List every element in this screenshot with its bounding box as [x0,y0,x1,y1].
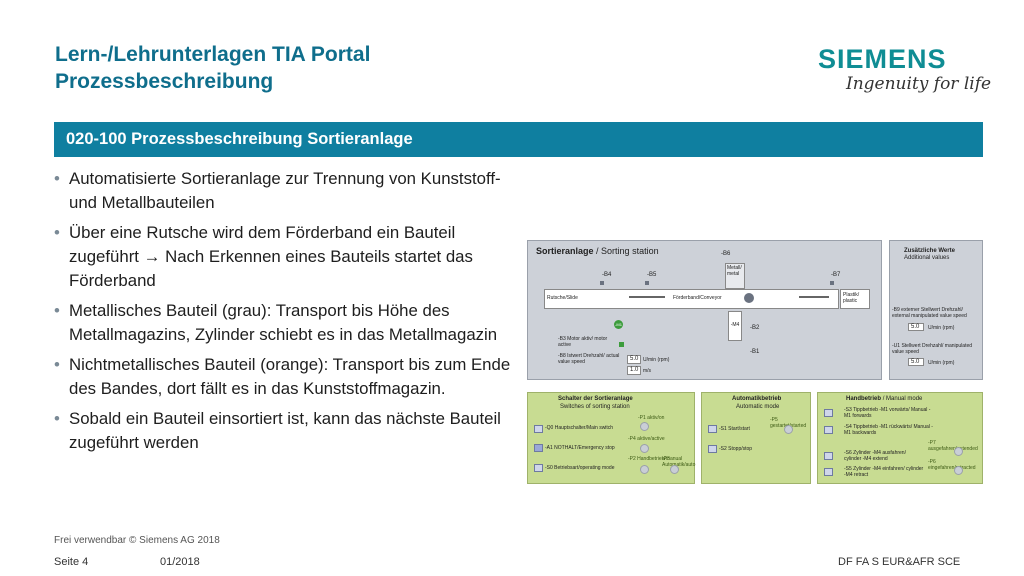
s4-jog-backward-button[interactable] [824,426,833,434]
sensor-b7-label: -B7 [831,272,841,278]
a1-emergency-stop[interactable] [534,444,543,452]
bullet-item: Metallisches Bauteil (grau): Transport b… [52,299,522,347]
sensor-b5-mark [645,281,649,285]
conveyor-belt: Rutsche/Slide Förderband/Conveyor [544,289,839,309]
s4-label: -S4 Tippbetrieb -M1 rückwärts/ Manual -M… [844,424,933,436]
footer-page-number: Seite 4 [54,556,89,568]
hmi-sorting-station: Sortieranlage / Sorting station -B4 -B5 … [527,240,882,380]
station-title: Sortieranlage [536,246,594,256]
manual-subtitle: / Manual mode [882,396,923,402]
s6-extend-button[interactable] [824,452,833,460]
cylinder-m4: -M4 [728,311,742,341]
p1-lamp [640,422,649,431]
siemens-logo: SIEMENS [818,44,947,74]
footer-date: 01/2018 [160,556,200,568]
sensor-b5-label: -B5 [647,272,657,278]
hmi-automatic-panel: Automatikbetrieb Automatic mode -P5 gest… [701,392,811,484]
s0-switch[interactable] [534,464,543,472]
p2-label: -P2 Handbetrieb/manual [628,456,683,462]
motor-m1-icon: -M1 [614,320,623,329]
sensor-b4-label: -B4 [602,272,612,278]
sensor-b2-label: -B2 [750,325,760,331]
hmi-switches-panel: Schalter der Sortieranlage Switches of s… [527,392,695,484]
bullet-list: Automatisierte Sortieranlage zur Trennun… [52,167,522,461]
part-indicator [744,293,754,303]
velocity-value: 1.0 [627,366,641,375]
p3-label: -P3 Automatik/auto [662,456,696,468]
velocity-unit: m/s [643,368,652,374]
p2-lamp [640,465,649,474]
ext-setpoint-label: -B9 externer Stellwert Drehzahl/ externa… [892,307,967,319]
conveyor-label: Förderband/Conveyor [673,295,722,301]
slide-label: Rutsche/Slide [547,295,578,301]
manual-title: Handbetrieb [846,396,882,402]
station-subtitle: / Sorting station [596,246,659,256]
bullet-item: Sobald ein Bauteil einsortiert ist, kann… [52,407,522,455]
s1-start-button[interactable] [708,425,717,433]
section-banner: 020-100 Prozessbeschreibung Sortieranlag… [54,122,983,157]
q0-switch[interactable] [534,425,543,433]
sensor-b1-label: -B1 [750,349,760,355]
title-line-2: Prozessbeschreibung [55,70,274,93]
auto-subtitle: Automatic mode [736,404,780,410]
s2-label: -S2 Stopp/stop [719,446,753,452]
p7-lamp [954,447,963,456]
footer-department: DF FA S EUR&AFR SCE [838,556,961,568]
u1-setpoint-value: 5.0 [908,358,924,366]
switch-subtitle: Switches of sorting station [560,404,630,410]
bullet-item: Nichtmetallisches Bauteil (orange): Tran… [52,353,522,401]
arrow-right-icon [799,296,829,298]
actual-speed-label: -B8 Istwert Drehzahl/ actual value speed [558,353,620,365]
p7-label: -P7 ausgefahren/extended [928,440,978,452]
siemens-tagline: Ingenuity for life [846,74,992,94]
speed-unit: U/min (rpm) [643,357,670,363]
s6-label: -S6 Zylinder -M4 ausfahren/ cylinder -M4… [844,450,906,462]
title-line-1: Lern-/Lehrunterlagen TIA Portal [55,43,371,66]
u1-setpoint-label: -U1 Stellwert Drehzahl/ manipulated valu… [892,343,973,355]
p1-label: -P1 aktiv/on [638,415,665,421]
p4-label: -P4 aktive/active [628,436,665,442]
auto-title: Automatikbetrieb [732,396,782,402]
extra-subtitle: Additional values [904,255,950,261]
bullet-item: Automatisierte Sortieranlage zur Trennun… [52,167,522,215]
slide-title: Lern-/Lehrunterlagen TIA Portal Prozessb… [55,41,370,95]
s1-label: -S1 Start/start [719,426,750,432]
a1-label: -A1 NOTHALT/Emergency stop [545,445,615,451]
bullet-item: Über eine Rutsche wird dem Förderband ei… [52,221,522,293]
hmi-additional-values: Zusätzliche Werte Additional values -B9 … [889,240,983,380]
manual-heading: Handbetrieb / Manual mode [846,396,922,402]
switch-title: Schalter der Sortieranlage [558,396,633,402]
s2-stop-button[interactable] [708,445,717,453]
motor-active-label: -B3 Motor aktiv/ motor active [558,336,608,348]
s0-label: -S0 Betriebsart/operating mode [545,465,615,471]
p6-lamp [954,466,963,475]
ext-setpoint-input[interactable]: 5.0 [908,323,924,331]
motor-active-lamp [619,342,624,347]
hmi-manual-panel: Handbetrieb / Manual mode -S3 Tippbetrie… [817,392,983,484]
arrow-right-icon [629,296,665,298]
plastic-magazine: Plastik/ plastic [840,289,870,309]
p4-lamp [640,444,649,453]
u1-setpoint-unit: U/min (rpm) [928,360,955,366]
footer-copyright: Frei verwendbar © Siemens AG 2018 [54,535,220,546]
metal-magazine: Metall/ metal [725,263,745,289]
p5-lamp [784,425,793,434]
p6-label: -P6 eingefahren/retracted [928,459,976,471]
s5-label: -S5 Zylinder -M4 einfahren/ cylinder -M4… [844,466,924,478]
s3-label: -S3 Tippbetrieb -M1 vorwärts/ Manual -M1… [844,407,931,419]
s5-retract-button[interactable] [824,468,833,476]
sensor-b6-label: -B6 [721,251,731,257]
extra-title: Zusätzliche Werte [904,248,955,254]
sensor-b4-mark [600,281,604,285]
ext-setpoint-unit: U/min (rpm) [928,325,955,331]
sensor-b7-mark [830,281,834,285]
s3-jog-forward-button[interactable] [824,409,833,417]
station-heading: Sortieranlage / Sorting station [536,246,659,256]
q0-label: -Q0 Hauptschalter/Main switch [545,425,614,431]
p3-lamp [670,465,679,474]
speed-value: 5.0 [627,355,641,364]
